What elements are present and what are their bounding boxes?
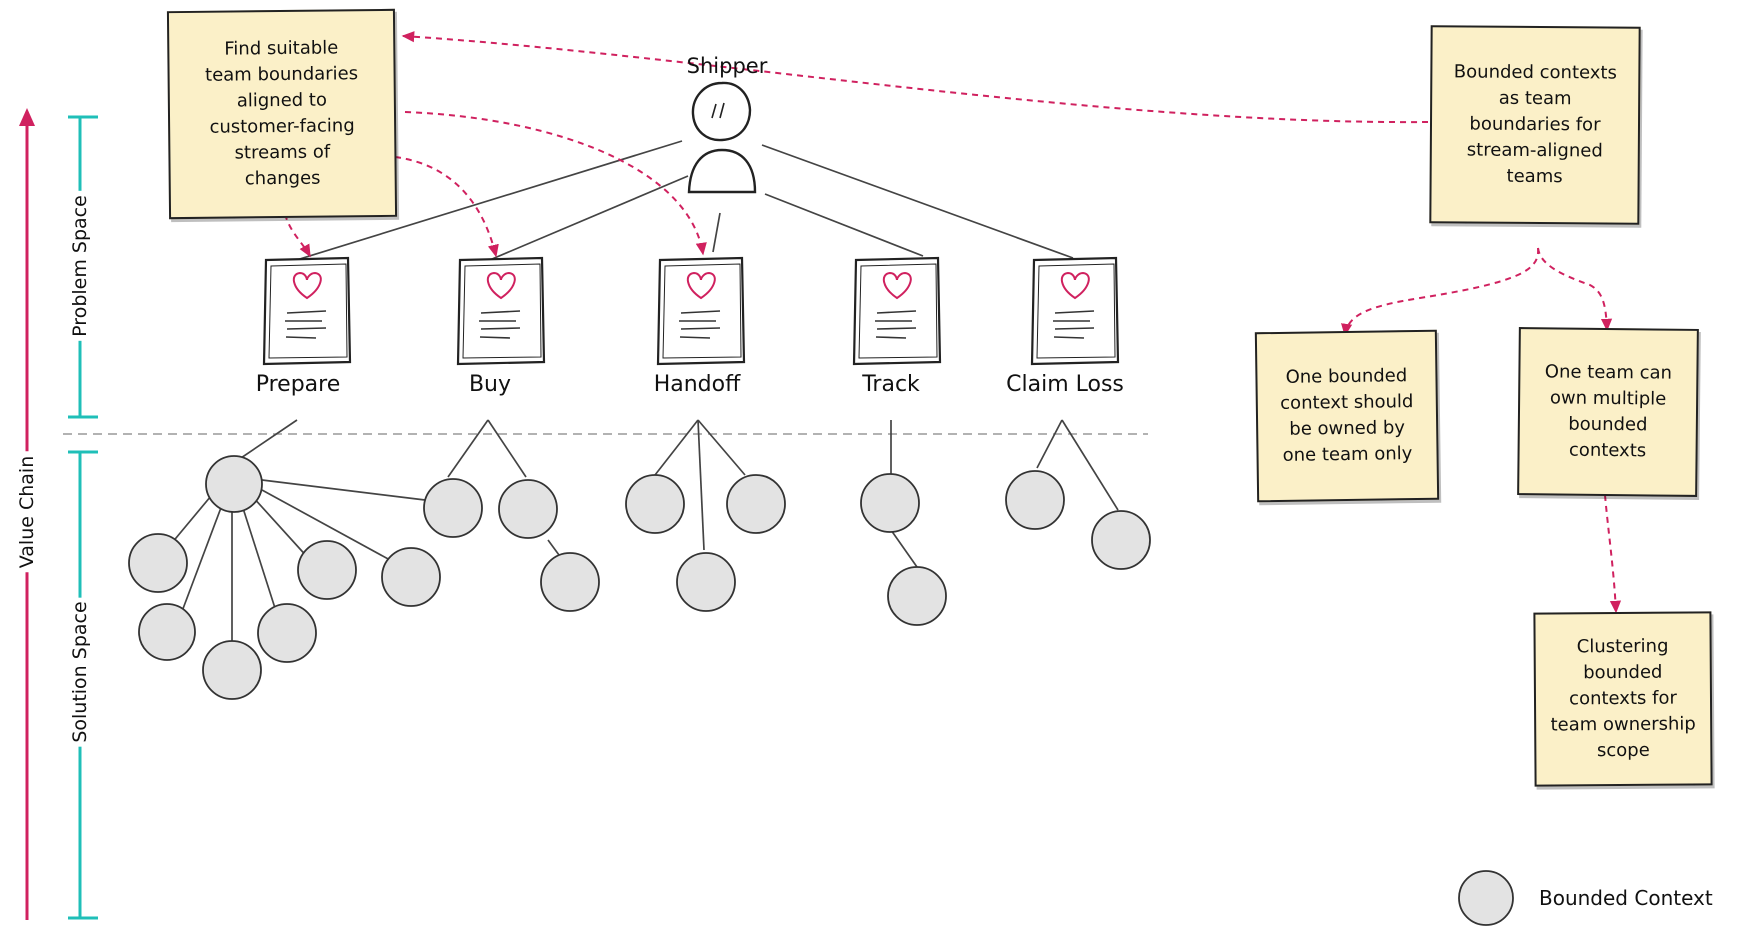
bounded-context-circle [128,533,188,593]
bounded-context-circle [540,552,600,612]
heart-document-icon [456,256,546,366]
solution-space-label: Solution Space [69,597,91,747]
heart-document-icon [656,256,746,366]
stick-figure-icon [687,81,757,194]
bounded-context-circle [202,640,262,700]
annotation-arrows [284,31,1622,614]
bounded-context-circle [423,478,483,538]
note-find-team-boundaries: Find suitable team boundaries aligned to… [166,8,398,220]
problem-space-label: Problem Space [69,191,91,341]
bounded-context-circle [381,547,441,607]
actor-label: Shipper [686,54,768,78]
bounded-context-circle [625,474,685,534]
note-multiple-contexts: One team can own multiple bounded contex… [1517,327,1699,497]
bounded-context-nodes [128,455,1514,926]
note-one-team-only: One bounded context should be owned by o… [1254,329,1440,503]
stream-label-buy: Buy [468,372,512,397]
note-bounded-contexts-as-boundaries: Bounded contexts as team boundaries for … [1429,25,1641,225]
heart-document-icon [1030,256,1120,366]
bounded-context-circle [726,474,786,534]
bounded-context-circle [257,603,317,663]
stream-label-track: Track [862,372,920,397]
note-clustering: Clustering bounded contexts for team own… [1533,611,1713,787]
stream-label-handoff: Handoff [653,372,741,397]
heart-document-icon [262,256,352,366]
actor-stream-links [289,140,1074,263]
bounded-context-circle [676,552,736,612]
bounded-context-circle [297,540,357,600]
bounded-context-circle [1005,470,1065,530]
bounded-context-circle [860,473,920,533]
bounded-context-circle [887,566,947,626]
heart-document-icon [852,256,942,366]
stream-label-prepare: Prepare [255,372,341,397]
bounded-context-circle [205,455,263,513]
bounded-context-circle [1091,510,1151,570]
legend-label: Bounded Context [1539,886,1713,910]
stream-label-claim-loss: Claim Loss [1006,372,1124,397]
value-chain-label: Value Chain [16,451,38,573]
bounded-context-circle [498,479,558,539]
legend-circle-icon [1458,870,1514,926]
bounded-context-circle [138,603,196,661]
